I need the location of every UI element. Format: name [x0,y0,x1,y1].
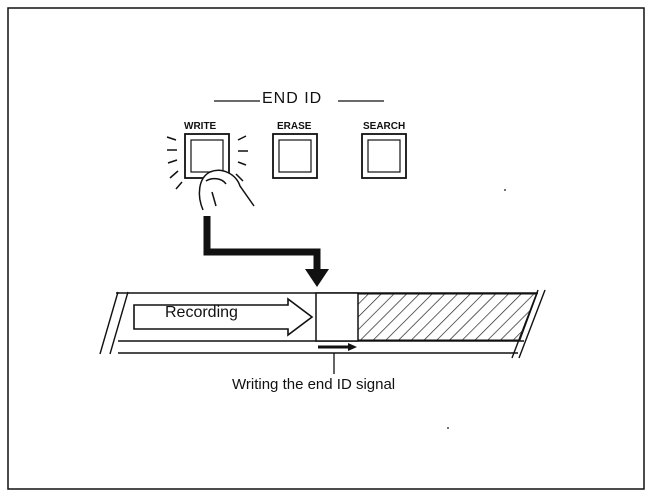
unrecorded-region [357,293,538,341]
erase-button[interactable] [272,133,318,179]
button-glow-rays-icon [166,135,248,190]
recording-arrow-icon [133,297,314,337]
press-flow-arrow [203,216,329,287]
erase-button-label: ERASE [277,121,312,132]
caption: Writing the end ID signal [232,376,396,393]
recording-label: Recording [165,304,238,321]
end-id-region [315,292,359,342]
write-button-label: WRITE [184,121,217,132]
end-id-track-arrow [318,343,357,351]
write-button[interactable] [184,133,230,179]
pressing-finger-icon [198,169,255,211]
search-button[interactable] [361,133,407,179]
end-id-title: END ID [262,90,323,107]
figure-border [7,7,645,490]
speck [504,189,506,191]
search-button-label: SEARCH [363,121,406,132]
speck [447,427,449,429]
